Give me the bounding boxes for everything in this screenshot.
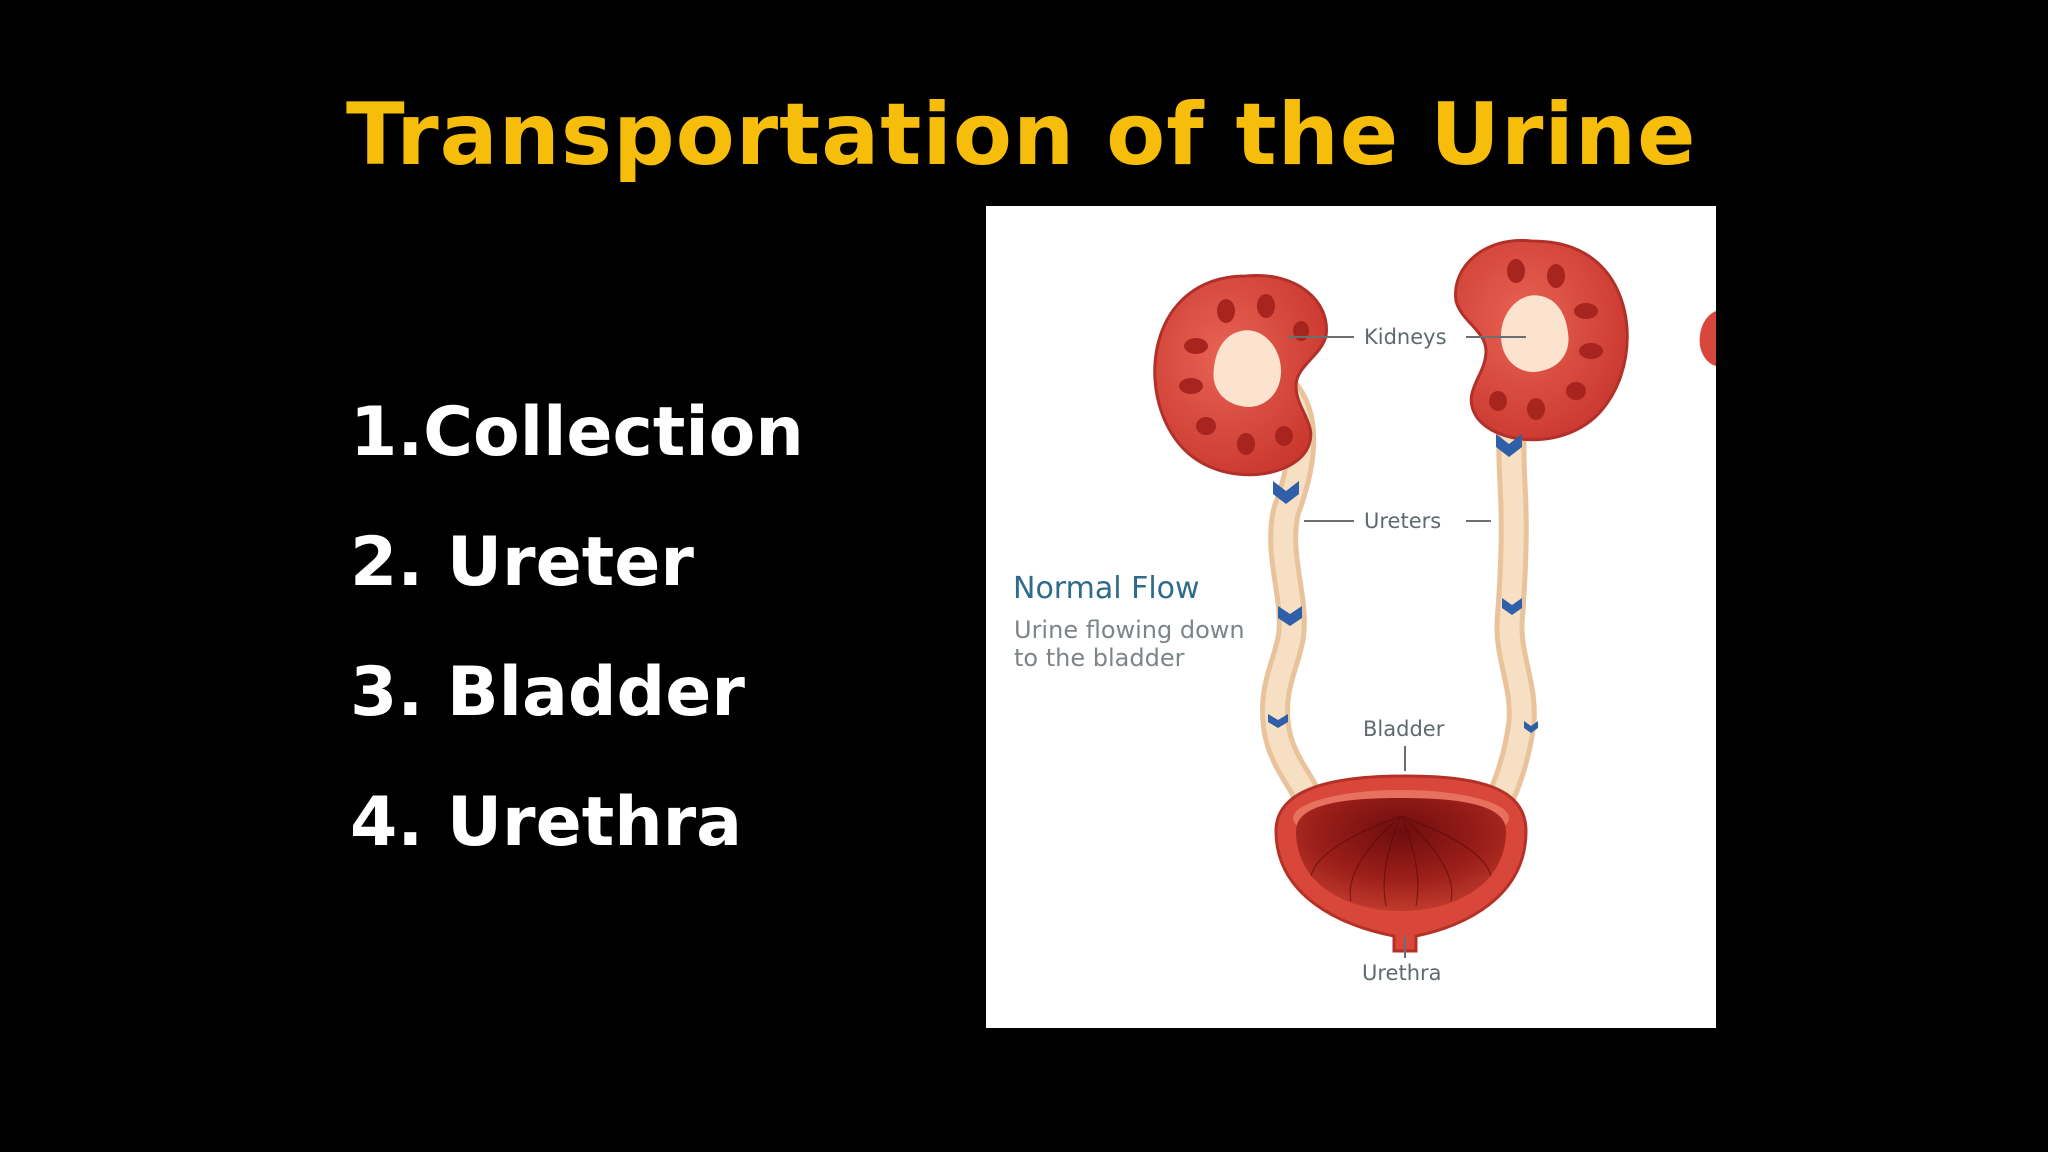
leader-lines (1288, 336, 1526, 958)
normal-flow-line-2: to the bladder (1014, 644, 1185, 672)
urinary-system-diagram: Kidneys Ureters Bladder Urethra Normal F… (986, 206, 1716, 1028)
slide-title: Transportation of the Urine (346, 85, 1697, 185)
left-kidney (1153, 273, 1328, 477)
step-item-collection: 1.Collection (350, 393, 804, 472)
flow-arrows (1268, 434, 1538, 733)
label-ureters: Ureters (1364, 509, 1441, 533)
step-item-bladder: 3. Bladder (350, 653, 745, 732)
step-item-ureter: 2. Ureter (350, 523, 694, 602)
right-kidney (1454, 238, 1629, 442)
label-urethra: Urethra (1362, 961, 1442, 985)
step-item-urethra: 4. Urethra (350, 783, 743, 862)
edge-kidney-fragment (1699, 311, 1716, 366)
urinary-system-illustration: Kidneys Ureters Bladder Urethra Normal F… (1013, 238, 1716, 985)
label-bladder: Bladder (1363, 717, 1445, 741)
bladder-shape (1274, 774, 1528, 953)
steps-list: 1.Collection 2. Ureter 3. Bladder 4. Ure… (350, 368, 804, 888)
normal-flow-title: Normal Flow (1013, 571, 1200, 606)
label-kidneys: Kidneys (1364, 325, 1447, 349)
normal-flow-line-1: Urine flowing down (1014, 616, 1245, 644)
